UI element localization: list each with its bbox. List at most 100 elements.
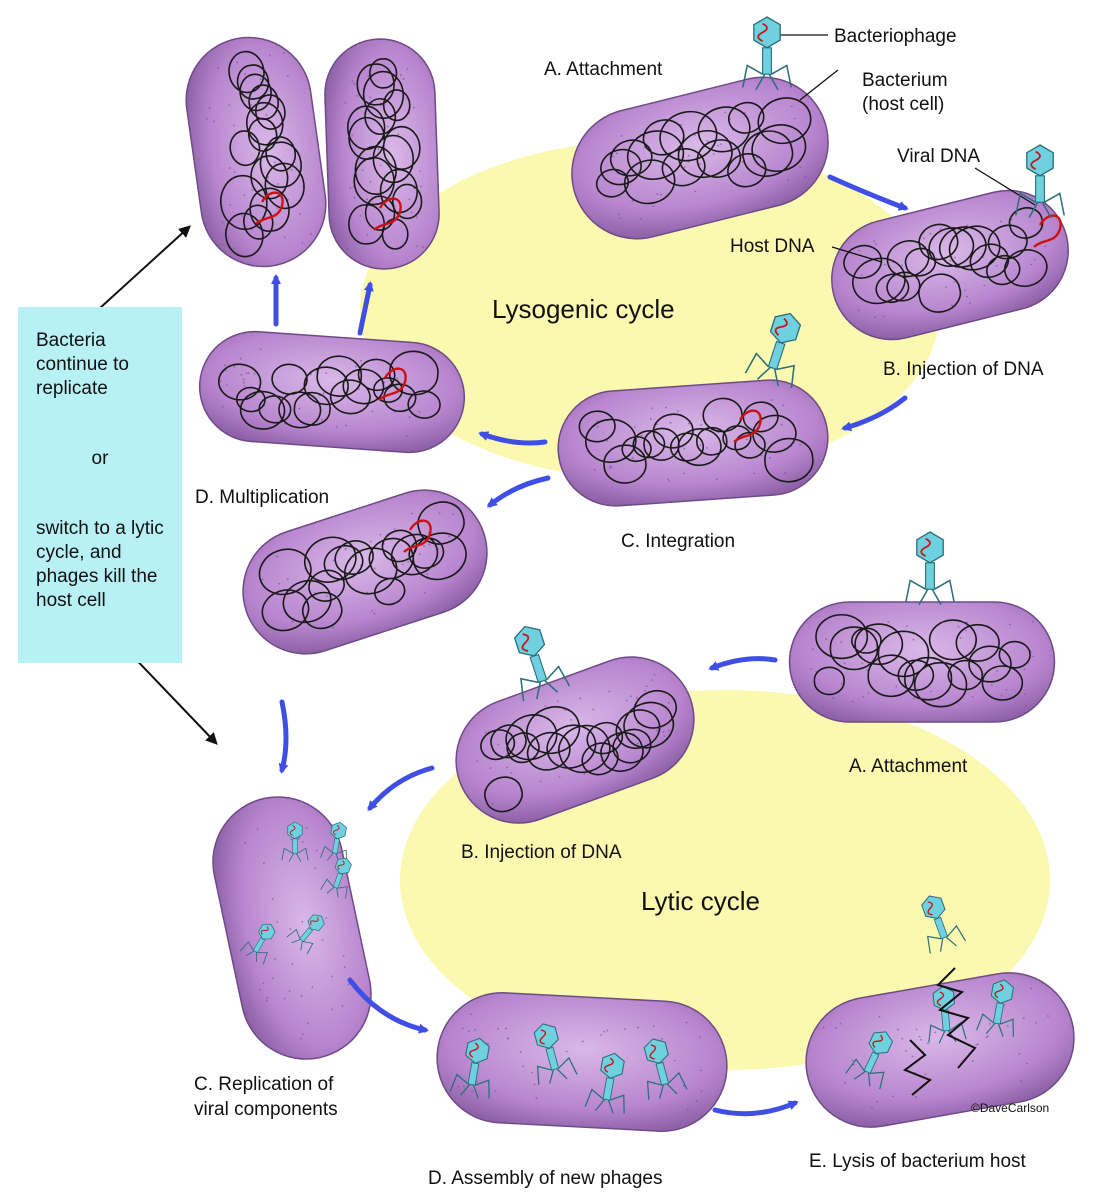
switch-lytic-text: switch to a lytic cycle, and phages kill…	[36, 518, 164, 611]
lytic-cycle-title: Lytic cycle	[641, 886, 760, 916]
replicating-phage-head-icon	[240, 924, 276, 965]
phage-dna	[927, 901, 933, 916]
phage-dna	[757, 22, 768, 42]
phage-dna	[310, 917, 319, 925]
host-dna-tangle	[843, 207, 1048, 313]
bacterium-leader	[799, 69, 839, 101]
phage-tail	[863, 1051, 880, 1074]
cell-membrane	[242, 489, 488, 655]
lysis-phage-icon	[921, 895, 966, 954]
injecting-phage-icon	[1015, 144, 1065, 218]
phage-legs	[744, 352, 795, 389]
phage-tail	[1035, 175, 1045, 203]
assembled-phage-icon	[449, 1037, 490, 1099]
host-dna-tangle	[218, 350, 441, 430]
bacteriophage-label: Bacteriophage	[834, 26, 957, 47]
phage-tail	[992, 1002, 1005, 1025]
viral-dna-loop	[733, 409, 762, 443]
arrow-multiply-right	[357, 281, 374, 336]
arrow-injection-to-replication	[367, 765, 435, 812]
phage-dna	[994, 983, 1004, 999]
phage-tail	[529, 653, 548, 684]
bacterium-label-line2: (host cell)	[862, 94, 944, 115]
switch-cell	[242, 489, 488, 655]
arrow-lytic-attachment-to-injection	[708, 656, 778, 671]
cell-membrane	[805, 972, 1075, 1128]
phage-dna	[521, 633, 530, 652]
replicating-phage-head-icon	[281, 821, 309, 862]
replicating-phage-head-icon	[320, 857, 352, 899]
lytic-attachment-cell	[788, 601, 1056, 723]
phage-dna	[774, 317, 788, 336]
phage-tail	[602, 1077, 615, 1101]
leader-lines	[780, 34, 1036, 263]
outcome-info-box: Bacteria continue to replicate or switch…	[18, 307, 182, 663]
lysis-phage-icon	[845, 1031, 894, 1090]
lytic-injection-cell	[455, 656, 695, 824]
host-dna-tangle	[258, 501, 467, 632]
phage-tail	[299, 927, 314, 943]
continue-replicate-text: Bacteria continue to replicate	[36, 330, 129, 399]
viral-dna-leader	[974, 167, 1036, 206]
phage-legs	[646, 1071, 688, 1100]
lysis-cracks	[902, 967, 977, 1096]
arrow-assembly-to-lysis	[712, 1100, 799, 1117]
assembled-phage-icon	[584, 1052, 625, 1114]
multiplication-cell	[198, 330, 466, 454]
viral-dna-loop	[255, 191, 284, 225]
replication-label-line2: viral components	[194, 1099, 338, 1120]
host-dna-tangle	[813, 613, 1031, 708]
phage-tail	[933, 916, 949, 940]
assembled-phage-icon	[533, 1023, 578, 1085]
phage-dna	[936, 991, 945, 1007]
phage-tail	[332, 872, 344, 889]
cycle-arrows	[271, 174, 909, 1117]
arrow-attachment-to-injection	[827, 174, 909, 211]
crack-lower	[902, 1039, 932, 1096]
phage-dna	[1030, 150, 1041, 170]
assembly-label: D. Assembly of new phages	[428, 1168, 662, 1189]
host-dna-tangle	[595, 97, 812, 205]
lysis-phage-icon	[976, 979, 1014, 1037]
phage-legs	[320, 878, 348, 899]
lysogenic-attachment-cell	[571, 76, 829, 240]
phage-tail	[762, 47, 772, 75]
credit-text: ©DaveCarlson	[971, 1101, 1049, 1115]
viral-dna-loop	[373, 197, 402, 231]
integration-cell	[557, 379, 829, 507]
lytic-injecting-phage-icon	[513, 625, 571, 702]
phage-legs	[845, 1058, 885, 1090]
lytic-injection-label: B. Injection of DNA	[461, 842, 622, 863]
phage-dna	[649, 1044, 657, 1060]
sidebox-arrows	[99, 225, 218, 745]
host-dna-tangle	[480, 689, 677, 813]
phage-legs	[536, 1056, 578, 1085]
or-text: or	[91, 448, 109, 469]
phage-tail	[767, 340, 786, 371]
phage-tail	[467, 1062, 480, 1086]
cell-membrane	[557, 379, 829, 507]
lysogenic-injection-label: B. Injection of DNA	[883, 359, 1044, 380]
crack-upper	[936, 967, 977, 1069]
daughter-cell-right	[324, 38, 440, 270]
phage-tail	[545, 1046, 560, 1071]
viral-dna-loop	[1033, 214, 1062, 248]
phage-tail	[292, 838, 298, 854]
cell-membrane	[436, 992, 728, 1132]
arrow-integration-to-switch	[486, 475, 551, 508]
lysogenic-attachment-label: A. Attachment	[544, 59, 663, 80]
phage-legs	[1015, 192, 1065, 218]
arrow-switch-to-replication	[278, 699, 289, 774]
phage-dna	[604, 1057, 614, 1073]
lysogenic-injection-cell	[831, 189, 1069, 341]
phage-legs	[320, 845, 347, 863]
replicating-phage-head-icon	[320, 821, 347, 863]
phage-legs	[520, 665, 571, 702]
host-dna-tangle	[346, 58, 423, 250]
phage-head	[916, 531, 944, 564]
phage-tail	[331, 838, 340, 854]
daughter-cell-left	[185, 36, 327, 268]
phage-dna	[289, 825, 296, 836]
host-dna-tangle	[578, 397, 814, 484]
